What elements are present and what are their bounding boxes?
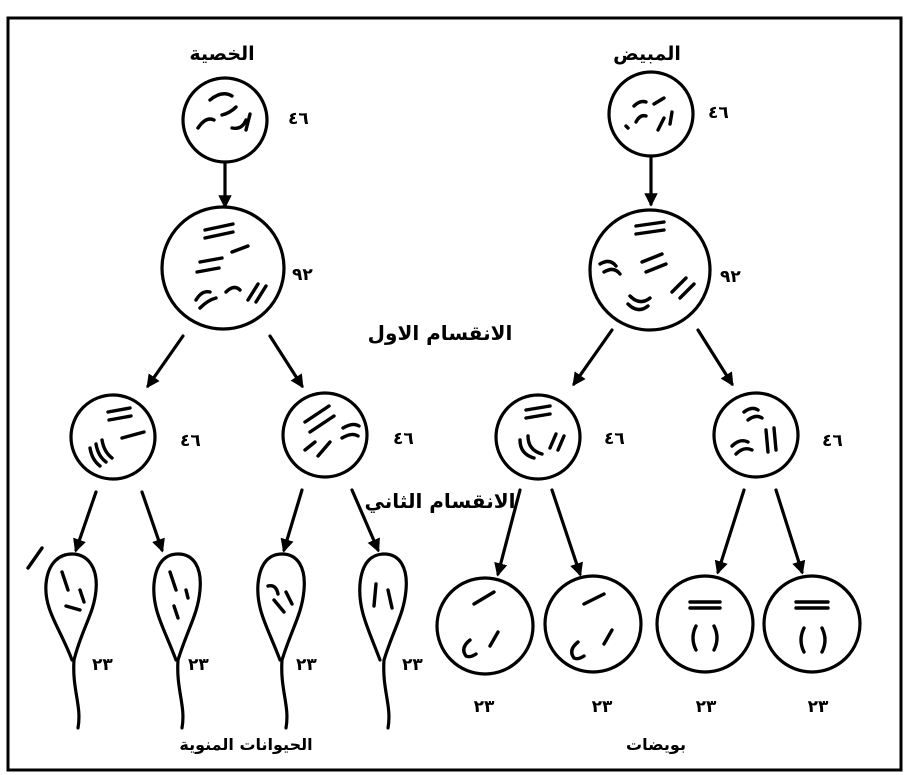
testis-start-count: ٤٦ bbox=[288, 109, 309, 129]
sperm-cell-4 bbox=[358, 552, 408, 730]
testis-cell-doubled bbox=[160, 205, 286, 331]
ovary-arrow-3c bbox=[714, 488, 746, 575]
testis-mid-b-count: ٤٦ bbox=[393, 429, 414, 449]
egg-1-count: ٢٣ bbox=[474, 697, 495, 717]
testis-arrow-3c bbox=[280, 488, 304, 553]
ovary-arrow-3b bbox=[550, 488, 583, 577]
first-division-label: الانقسام الاول bbox=[368, 321, 513, 345]
testis-arrow-3b bbox=[140, 490, 165, 553]
testis-doubled-count: ٩٢ bbox=[292, 265, 313, 285]
sperm-cell-1 bbox=[26, 546, 98, 730]
ovary-arrow-3d bbox=[774, 488, 806, 575]
egg-2-count: ٢٣ bbox=[592, 697, 613, 717]
ovary-mid-a-count: ٤٦ bbox=[604, 429, 625, 449]
ovary-heading: المبيض bbox=[613, 43, 681, 65]
ovary-doubled-count: ٩٢ bbox=[720, 267, 741, 287]
egg-4-count: ٢٣ bbox=[808, 697, 829, 717]
sperm-2-count: ٢٣ bbox=[188, 655, 209, 675]
egg-cell-1 bbox=[435, 576, 535, 676]
ovary-arrow-2b bbox=[696, 328, 734, 387]
sperm-cell-3 bbox=[256, 552, 306, 730]
sperm-1-count: ٢٣ bbox=[92, 655, 113, 675]
testis-arrow-2b bbox=[268, 334, 304, 389]
sperm-3-count: ٢٣ bbox=[296, 655, 317, 675]
ovary-start-count: ٤٦ bbox=[708, 103, 729, 123]
testis-arrow-2a bbox=[146, 334, 185, 389]
diagram-frame bbox=[6, 16, 903, 772]
testis-cell-mid-b bbox=[281, 391, 369, 479]
egg-cell-2 bbox=[543, 574, 643, 674]
second-division-label: الانقسام الثاني bbox=[365, 489, 516, 514]
ovary-arrow-2a bbox=[572, 328, 614, 387]
ovary-cell-mid-b bbox=[712, 391, 800, 479]
testis-arrow-3a bbox=[73, 490, 98, 553]
testis-cell-mid-a bbox=[69, 393, 157, 481]
ovary-arrow-3a bbox=[494, 488, 522, 577]
sperm-footer: الحيوانات المنوية bbox=[179, 735, 312, 754]
egg-cell-4 bbox=[762, 574, 862, 674]
egg-cell-3 bbox=[655, 574, 755, 674]
eggs-footer: بويضات bbox=[626, 735, 686, 754]
egg-3-count: ٢٣ bbox=[696, 697, 717, 717]
sperm-cell-2 bbox=[152, 552, 202, 730]
testis-mid-a-count: ٤٦ bbox=[180, 431, 201, 451]
ovary-mid-b-count: ٤٦ bbox=[822, 431, 843, 451]
ovary-cell-doubled bbox=[588, 208, 712, 332]
ovary-cell-mid-a bbox=[494, 393, 582, 481]
sperm-4-count: ٢٣ bbox=[402, 655, 423, 675]
ovary-cell-start bbox=[607, 70, 695, 158]
testis-arrow-3d bbox=[350, 488, 380, 553]
testis-heading: الخصية bbox=[189, 43, 254, 65]
testis-cell-start bbox=[181, 76, 269, 164]
